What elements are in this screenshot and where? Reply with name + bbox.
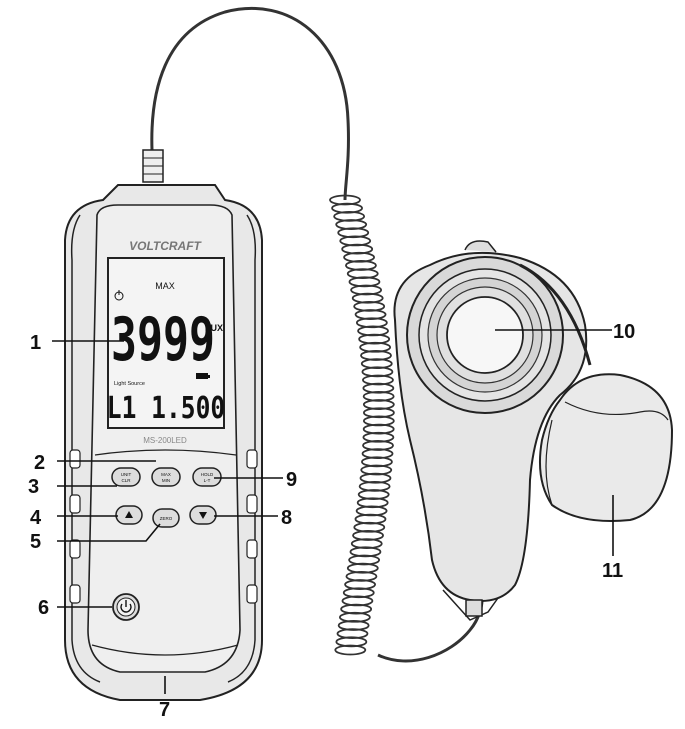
callout-11: 11 xyxy=(602,560,623,582)
callout-5: 5 xyxy=(30,531,41,553)
callout-7: 7 xyxy=(159,699,170,721)
callout-4: 4 xyxy=(30,507,42,529)
sensor-dome xyxy=(446,296,524,374)
sensor-head xyxy=(393,240,674,621)
callout-labels: 1 2 3 4 5 6 7 8 9 10 11 xyxy=(28,321,635,721)
svg-text:L-T: L-T xyxy=(204,478,211,483)
callout-1: 1 xyxy=(30,332,41,354)
callout-10: 10 xyxy=(613,321,635,343)
lcd-screen xyxy=(107,257,225,429)
lcd-power-icon xyxy=(114,290,124,301)
lcd-unit: LUX xyxy=(205,323,223,333)
svg-text:MAX: MAX xyxy=(161,472,171,477)
callout-3: 3 xyxy=(28,476,39,498)
callout-8: 8 xyxy=(281,507,292,529)
callout-2: 2 xyxy=(34,452,45,474)
svg-text:UNIT: UNIT xyxy=(121,472,132,477)
power-icon xyxy=(120,600,132,613)
up-arrow-icon xyxy=(125,511,133,518)
power-button[interactable] xyxy=(112,593,140,621)
svg-text:MIN: MIN xyxy=(162,478,170,483)
meter-body: VOLTCRAFT MAX 3999 LUX Light Source L1 1… xyxy=(64,149,263,701)
leader-lines xyxy=(52,329,614,694)
lcd-main-value: 3999 xyxy=(111,305,215,375)
svg-text:ZERO: ZERO xyxy=(160,516,173,521)
zero-button[interactable]: ZERO xyxy=(152,508,180,528)
svg-text:HOLD: HOLD xyxy=(201,472,214,477)
down-arrow-icon xyxy=(199,512,207,519)
protective-cap xyxy=(539,373,674,522)
sensor-cable xyxy=(150,6,484,663)
callout-6: 6 xyxy=(38,597,49,619)
unit-clr-button[interactable]: UNIT CLR xyxy=(111,467,141,487)
coil-loop xyxy=(334,644,367,656)
callout-9: 9 xyxy=(286,469,297,491)
hold-lt-button[interactable]: HOLD L-T xyxy=(192,467,222,487)
svg-text:CLR: CLR xyxy=(121,478,131,483)
max-min-button[interactable]: MAX MIN xyxy=(151,467,181,487)
down-button[interactable] xyxy=(189,505,217,525)
cable-coil xyxy=(329,194,395,656)
brand-logo: VOLTCRAFT xyxy=(129,239,202,253)
lcd-battery-icon xyxy=(196,373,210,379)
lcd-mode-label: MAX xyxy=(155,281,175,291)
up-button[interactable] xyxy=(115,505,143,525)
lcd-secondary-value: L1 1.500 xyxy=(107,392,225,426)
model-label: MS-200LED xyxy=(143,436,187,445)
lcd-source-label: Light Source xyxy=(114,381,145,387)
